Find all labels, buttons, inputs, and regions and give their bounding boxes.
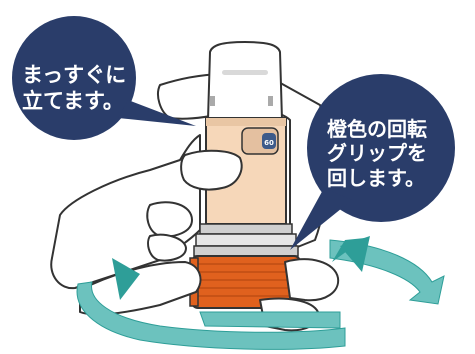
instruction-right-line-3: 回します。 (327, 165, 425, 190)
instruction-turn-grip: 橙色の回転 グリップを 回します。 (327, 117, 427, 190)
speech-bubble-left (12, 16, 196, 140)
left-hand (50, 134, 201, 290)
instruction-right-line-1: 橙色の回転 (327, 117, 427, 141)
instruction-left-line-1: まっすぐに (22, 63, 127, 87)
inhaler-cap (206, 40, 284, 121)
speech-bubble-right (290, 74, 455, 250)
instruction-left-line-2: 立てます。 (22, 88, 124, 113)
rotate-arrow-front (76, 236, 370, 350)
instruction-right-line-2: グリップを (327, 141, 427, 166)
thumb (180, 149, 243, 191)
instruction-hold-upright: まっすぐに 立てます。 (22, 63, 126, 114)
inhaler-collar (193, 223, 299, 257)
inhaler-body (205, 117, 287, 225)
dose-counter-value: 60 (264, 139, 274, 147)
